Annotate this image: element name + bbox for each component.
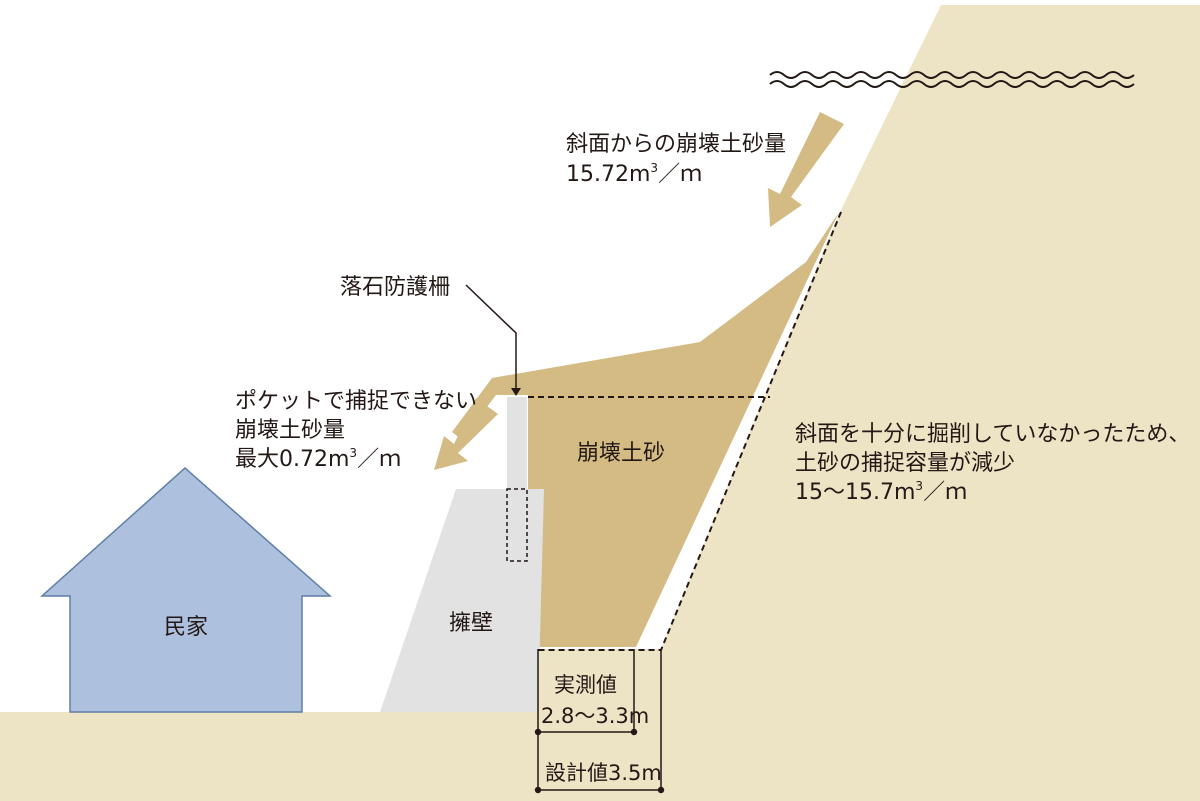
slope-volume-value: 15.72m3／ｍ <box>566 161 702 187</box>
water-surface-wave <box>769 71 1135 88</box>
retaining-wall-label: 擁壁 <box>449 611 493 636</box>
collapsed-soil-mass <box>452 212 839 647</box>
ground-hillside <box>0 5 1200 801</box>
pocket-volume-title: ポケットで捕捉できない <box>235 389 477 414</box>
dimension-dot <box>657 786 665 794</box>
rockfall-fence-label: 落石防護柵 <box>340 275 450 300</box>
dimension-dot <box>534 728 542 736</box>
pocket-volume-value: 最大0.72m3／ｍ <box>235 446 401 472</box>
slope-volume-title: 斜面からの崩壊土砂量 <box>566 132 786 157</box>
house <box>40 466 332 713</box>
insufficient-excavation-note: 斜面を十分に掘削していなかったため、 <box>795 422 1190 447</box>
house-label: 民家 <box>164 615 208 640</box>
dimension-dot <box>630 728 638 736</box>
collapsed-soil-label: 崩壊土砂 <box>577 441 665 466</box>
slope-slide-arrow <box>768 112 844 227</box>
pocket-volume-subtitle: 崩壊土砂量 <box>235 418 345 443</box>
retaining-wall <box>380 489 544 712</box>
measured-value-label: 実測値 <box>554 673 617 697</box>
fence-post-embedded-outline <box>506 488 528 562</box>
reduced-capacity-value: 15〜15.7m3／ｍ <box>795 479 967 505</box>
reduced-capacity-note: 土砂の捕捉容量が減少 <box>795 451 1015 476</box>
pocket-overflow-arrow <box>434 398 498 470</box>
fence-leader-line <box>465 284 517 390</box>
fence-leader-arrowhead <box>511 388 521 396</box>
dimension-dot <box>534 786 542 794</box>
rockfall-fence-post <box>507 397 527 489</box>
measured-value-range: 2.8〜3.3m <box>541 704 649 728</box>
measured-width-dimension <box>537 649 635 793</box>
design-width-dimension <box>538 649 662 793</box>
design-value-label: 設計値3.5m <box>545 761 662 785</box>
